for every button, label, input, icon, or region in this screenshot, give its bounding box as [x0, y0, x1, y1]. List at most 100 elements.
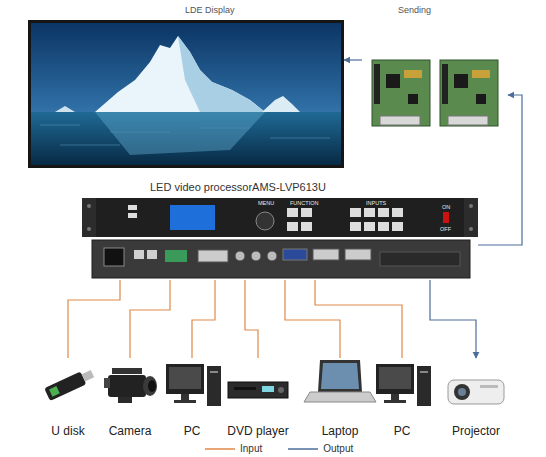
pc-icon	[166, 364, 204, 394]
pc-icon	[376, 364, 431, 406]
processor-front	[443, 212, 449, 223]
output-cable	[430, 280, 476, 358]
laptop-icon	[304, 392, 376, 402]
camera-icon	[143, 376, 157, 396]
panel-label: MENU	[258, 200, 274, 206]
processor-front	[87, 227, 91, 231]
processor-front	[469, 204, 473, 208]
processor-front	[469, 227, 473, 231]
sending-card	[372, 60, 498, 126]
usb-disk-icon	[44, 371, 86, 401]
pc-icon	[391, 394, 399, 400]
processor-back	[147, 250, 157, 259]
pc-icon	[420, 371, 428, 373]
panel-label: ON	[442, 204, 450, 210]
processor-front	[82, 198, 478, 237]
legend-item: Output	[288, 443, 353, 455]
pc-icon	[384, 400, 406, 403]
led-screen	[55, 106, 75, 112]
processor-front	[128, 213, 137, 218]
led-screen	[31, 23, 341, 165]
processor-front	[301, 208, 312, 217]
dvd-player-icon	[262, 386, 274, 392]
projector-icon	[458, 388, 466, 396]
processor-front	[287, 208, 298, 217]
processor-front	[364, 208, 375, 217]
processor-back	[92, 240, 470, 278]
laptop-icon	[321, 363, 359, 389]
dvd-player-icon	[228, 382, 288, 398]
panel-label: OFF	[440, 226, 451, 232]
led-screen	[40, 125, 330, 145]
projector-icon	[448, 380, 504, 404]
input-cable	[315, 280, 402, 358]
processor-back	[165, 250, 187, 262]
projector-icon	[448, 380, 504, 404]
processor-back	[104, 248, 124, 266]
output-cable	[344, 59, 362, 60]
source-device: Camera	[100, 358, 160, 438]
legend-line	[288, 448, 318, 450]
legend-item: Input	[205, 443, 262, 455]
processor-front	[82, 198, 478, 237]
pc-icon	[417, 366, 431, 406]
processor-front	[128, 205, 137, 210]
processor-back	[251, 251, 261, 261]
legend-line	[205, 448, 235, 450]
processor-front	[464, 198, 478, 237]
led-screen	[178, 36, 265, 112]
legend-text: Output	[323, 443, 353, 455]
legend-line	[205, 445, 235, 453]
device-label: U disk	[38, 424, 98, 438]
usb-disk-icon	[49, 386, 60, 397]
led-screen	[95, 112, 265, 155]
panel-label: FUNCTION	[290, 200, 318, 206]
camera-icon	[148, 380, 156, 392]
led-screen	[262, 96, 300, 112]
processor-front	[350, 222, 361, 231]
projector-icon	[480, 385, 498, 388]
sending-card	[386, 74, 400, 88]
processor-front	[364, 222, 375, 231]
led-screen	[31, 112, 341, 165]
processor-front	[87, 204, 91, 208]
processor-front	[378, 208, 389, 217]
sending-card	[372, 60, 430, 126]
sending-card	[454, 74, 468, 88]
processor-front	[392, 208, 403, 217]
processor-front	[350, 208, 361, 217]
panel-label: INPUTS	[366, 200, 386, 206]
processor-front	[392, 222, 403, 231]
input-cable	[130, 280, 170, 358]
device-label: PC	[372, 424, 432, 438]
processor-back	[283, 249, 307, 260]
camera-icon	[108, 375, 146, 397]
processor-back	[380, 252, 460, 266]
sending-card	[380, 116, 420, 125]
source-device: PC	[372, 358, 432, 438]
processor-front	[82, 198, 96, 237]
camera-icon	[118, 397, 132, 403]
legend-line	[288, 445, 318, 453]
output-device: Projector	[441, 358, 511, 438]
legend-text: Input	[240, 443, 262, 455]
processor-front	[301, 222, 312, 231]
device-label: Camera	[100, 424, 160, 438]
sending-card	[440, 60, 498, 126]
input-cable	[285, 280, 340, 358]
input-cable	[68, 280, 120, 358]
sending-card	[448, 116, 488, 125]
led-screen	[28, 20, 344, 168]
dvd-player-icon	[228, 382, 288, 398]
camera-icon	[112, 368, 142, 374]
processor-back	[198, 250, 228, 262]
device-label: Projector	[441, 424, 511, 438]
laptop-icon	[318, 360, 362, 392]
input-cable	[192, 280, 215, 358]
led-display: LDE Display	[28, 4, 344, 168]
processor-front	[170, 205, 215, 230]
video-processor: LED video processorAMS-LVP613U	[82, 180, 478, 280]
pc-icon	[379, 367, 411, 389]
heading: LED video processorAMS-LVP613U	[150, 180, 478, 194]
